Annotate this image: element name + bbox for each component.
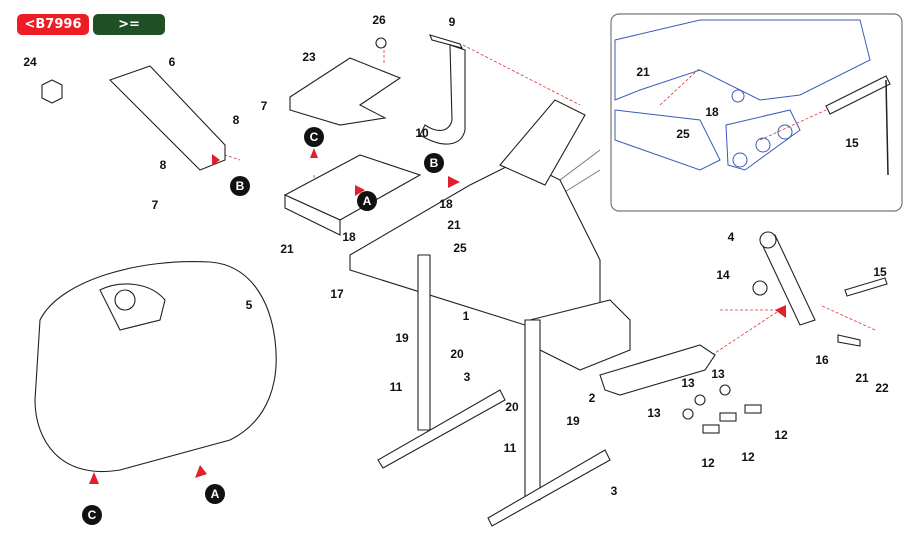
- serial-range-badge-below: <B7996: [17, 14, 89, 35]
- callout: 18: [439, 197, 453, 211]
- callout: 9: [449, 15, 456, 29]
- callout: 22: [875, 381, 889, 395]
- svg-text:C: C: [310, 130, 319, 144]
- callout: 15: [873, 265, 887, 279]
- callout: 13: [711, 367, 725, 381]
- callout: 19: [566, 414, 580, 428]
- callout: 14: [716, 268, 730, 282]
- callout: 11: [390, 380, 403, 394]
- callout: 19: [395, 331, 409, 345]
- marker-c: C: [82, 505, 102, 525]
- callout: 20: [505, 400, 519, 414]
- callout: 7: [152, 198, 159, 212]
- callout: 21: [447, 218, 461, 232]
- direction-arrows: [89, 148, 786, 484]
- marker-a: A: [357, 191, 377, 211]
- callout: 13: [647, 406, 661, 420]
- callout: 3: [611, 484, 618, 498]
- callout: 12: [774, 428, 788, 442]
- callout: 5: [246, 298, 253, 312]
- callout: 25: [676, 127, 690, 141]
- callout: 15: [845, 136, 859, 150]
- callout: 1: [463, 309, 470, 323]
- svg-text:B: B: [236, 179, 245, 193]
- callout: 24: [23, 55, 37, 69]
- marker-c: C: [304, 127, 324, 147]
- callout: 2: [589, 391, 596, 405]
- callout: 18: [342, 230, 356, 244]
- callout: 21: [636, 65, 650, 79]
- callout: 26: [372, 13, 386, 27]
- callout: 12: [741, 450, 755, 464]
- callout: 25: [453, 241, 467, 255]
- callout: 13: [681, 376, 695, 390]
- callout: 20: [450, 347, 464, 361]
- serial-range-badge-above: >= B5558: [93, 14, 165, 53]
- marker-b: B: [424, 153, 444, 173]
- callout: 8: [160, 158, 167, 172]
- svg-text:C: C: [88, 508, 97, 522]
- callout: 7: [261, 99, 268, 113]
- callout: 23: [302, 50, 316, 64]
- callout: 16: [815, 353, 829, 367]
- callout: 12: [701, 456, 715, 470]
- callout: 10: [415, 126, 429, 140]
- callout: 8: [233, 113, 240, 127]
- callout: 18: [705, 105, 719, 119]
- svg-text:A: A: [211, 487, 220, 501]
- callout: 3: [464, 370, 471, 384]
- svg-text:A: A: [363, 194, 372, 208]
- callout: 17: [330, 287, 344, 301]
- callout: 6: [169, 55, 176, 69]
- callouts: 24 6 7 8 8 7 26 9 23 10 18 21 25 18 21 1…: [23, 13, 889, 498]
- callout: 21: [855, 371, 869, 385]
- detail-inset: [559, 13, 903, 212]
- callout: 21: [280, 242, 294, 256]
- marker-b: B: [230, 176, 250, 196]
- marker-a: A: [205, 484, 225, 504]
- svg-text:B: B: [430, 156, 439, 170]
- callout: 11: [504, 441, 517, 455]
- part-5-cover: [34, 260, 277, 472]
- callout: 4: [728, 230, 735, 244]
